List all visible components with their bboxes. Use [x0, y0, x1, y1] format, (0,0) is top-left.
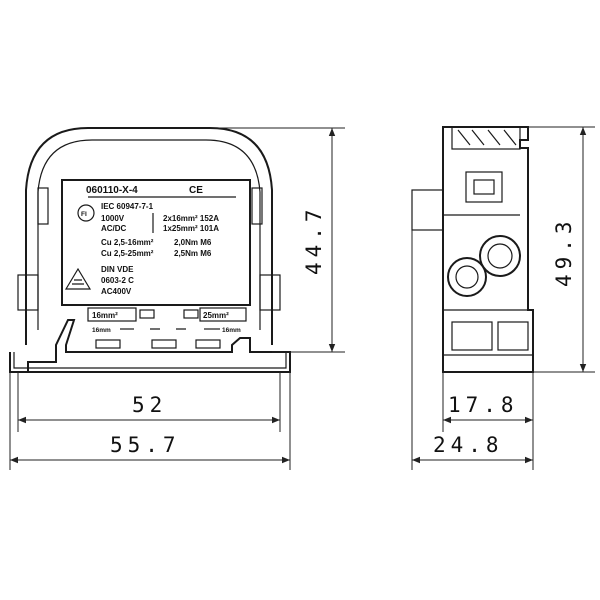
terminal-mid-box-left — [139, 309, 155, 319]
side-view — [411, 126, 534, 373]
side-top-hatch — [457, 129, 517, 146]
warning-triangle-icon — [64, 267, 92, 290]
dim-depth-outer: 24.8 — [433, 433, 504, 457]
dim-depth-inner: 17.8 — [448, 393, 519, 417]
cu-row-2-b: 2,5Nm M6 — [174, 249, 212, 258]
side-foot-left — [451, 321, 493, 351]
side-foot-right — [497, 321, 529, 351]
din-line-1: DIN VDE — [101, 265, 134, 274]
dim-height-front: 44.7 — [302, 204, 326, 275]
standard-text: IEC 60947-7-1 — [101, 202, 154, 211]
terminal-left-box — [87, 307, 137, 322]
fi-mark: FI — [81, 211, 87, 218]
din-line-2: 0603-2 C — [101, 276, 134, 285]
din-line-3: AC400V — [101, 287, 132, 296]
screw-slot-right — [195, 339, 221, 349]
voltage-text: 1000V — [101, 214, 125, 223]
left-clip — [37, 187, 49, 225]
cu-row-1-b: 2,0Nm M6 — [174, 238, 212, 247]
right-latch — [259, 274, 281, 311]
right-clip — [251, 187, 263, 225]
front-view: 060110-X-4 CE FI IEC 60947-7-1 1000V AC/… — [9, 127, 291, 373]
triangle-inner-marks — [72, 279, 84, 285]
strip-left-label: 16mm — [92, 327, 111, 334]
front-housing-outline — [25, 127, 273, 345]
screw-slot-left — [95, 339, 121, 349]
ce-mark: CE — [189, 185, 203, 196]
side-housing-outline — [442, 126, 534, 373]
side-fuse-inner — [473, 179, 495, 195]
side-top-terminal — [451, 126, 521, 150]
din-rail-slot — [13, 352, 287, 369]
dimension-lines: 52 55.7 44.7 17.8 24.8 49.3 — [9, 126, 595, 470]
side-left-tab — [411, 189, 444, 231]
terminal-mid-box-right — [183, 309, 199, 319]
left-latch — [17, 274, 39, 311]
side-fuse-block — [465, 171, 503, 203]
screw-lower-ring — [447, 257, 487, 297]
strip-right-label: 16mm — [222, 327, 241, 334]
front-housing-inner — [37, 139, 261, 330]
terminal-right-label: 25mm² — [203, 311, 229, 320]
dim-width-inner: 52 — [132, 393, 167, 417]
cu-row-1-a: Cu 2,5-16mm² — [101, 238, 154, 247]
rating-2-text: 1x25mm² 101A — [163, 224, 219, 233]
cu-row-2-a: Cu 2,5-25mm² — [101, 249, 154, 258]
label-plate — [61, 179, 251, 306]
screw-lower-inner — [455, 265, 479, 289]
current-type-text: AC/DC — [101, 224, 127, 233]
dim-width-outer: 55.7 — [110, 433, 181, 457]
terminal-left-label: 16mm² — [92, 311, 118, 320]
part-number: 060110-X-4 — [86, 185, 138, 196]
din-rail-foot — [9, 319, 291, 373]
fi-circle — [77, 204, 95, 222]
rating-1-text: 2x16mm² 152A — [163, 214, 219, 223]
screw-slot-mid — [151, 339, 177, 349]
dim-height-side: 49.3 — [552, 216, 576, 287]
screw-upper-ring — [479, 235, 521, 277]
terminal-right-box — [199, 307, 247, 322]
screw-upper-inner — [487, 243, 513, 269]
